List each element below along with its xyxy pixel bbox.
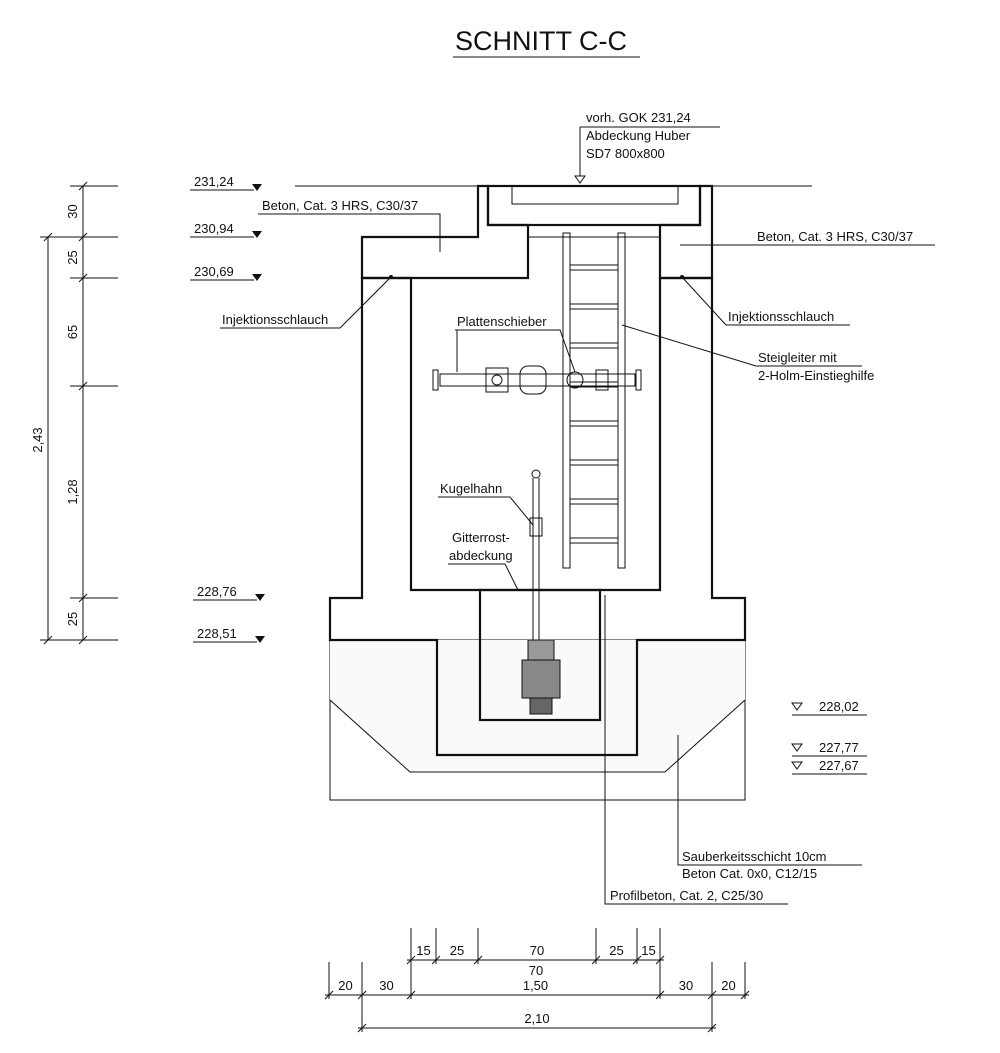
- cover-slab-right: [658, 184, 714, 280]
- level-triangle-icon: [255, 636, 265, 643]
- dimension-label: 30: [65, 204, 80, 218]
- pipe-with-valves: [432, 365, 642, 395]
- dimension-label: 25: [609, 943, 623, 958]
- ladder-rung: [569, 303, 619, 310]
- level-marker: 227,67: [791, 758, 867, 775]
- drawing-title: SCHNITT C-C: [455, 26, 627, 56]
- manhole-cover-frame: [486, 184, 702, 227]
- level-marker: 230,69: [190, 264, 262, 281]
- label-beton-right: Beton, Cat. 3 HRS, C30/37: [680, 229, 935, 246]
- level-triangle-icon: [252, 231, 262, 238]
- dimension-label: 2,43: [30, 427, 45, 452]
- level-triangle-icon: [255, 594, 265, 601]
- label-gitterrost: Gitterrost- abdeckung: [448, 530, 519, 591]
- svg-text:SD7 800x800: SD7 800x800: [586, 146, 665, 161]
- dimension-label: 230,94: [194, 221, 234, 236]
- svg-text:2-Holm-Einstieghilfe: 2-Holm-Einstieghilfe: [758, 368, 874, 383]
- label-plattenschieber: Plattenschieber: [455, 314, 576, 373]
- level-triangle-icon: [791, 743, 803, 752]
- ladder-rung: [569, 264, 619, 271]
- svg-text:Beton, Cat. 3 HRS, C30/37: Beton, Cat. 3 HRS, C30/37: [262, 198, 418, 213]
- ladder-rung: [569, 498, 619, 505]
- label-kugelhahn: Kugelhahn: [438, 481, 534, 526]
- svg-text:Beton Cat. 0x0, C12/15: Beton Cat. 0x0, C12/15: [682, 866, 817, 881]
- label-beton-left: Beton, Cat. 3 HRS, C30/37: [258, 198, 441, 252]
- dimension-label: 1,28: [65, 479, 80, 504]
- dimension-label: 30: [679, 978, 693, 993]
- dimension-label: 230,69: [194, 264, 234, 279]
- svg-text:Plattenschieber: Plattenschieber: [457, 314, 547, 329]
- svg-text:Injektionsschlauch: Injektionsschlauch: [222, 312, 328, 327]
- dimension-label: 25: [450, 943, 464, 958]
- dimension-label: 70: [529, 963, 543, 978]
- dimension-label: 30: [379, 978, 393, 993]
- cover-note: vorh. GOK 231,24 Abdeckung Huber SD7 800…: [574, 110, 720, 184]
- ladder: [562, 232, 626, 569]
- ladder-rung: [569, 459, 619, 466]
- dimension-label: 20: [338, 978, 352, 993]
- dimension-label: 25: [65, 612, 80, 626]
- svg-text:Kugelhahn: Kugelhahn: [440, 481, 502, 496]
- label-steigleiter: Steigleiter mit 2-Holm-Einstieghilfe: [621, 324, 874, 383]
- dimension-label: 228,02: [819, 699, 859, 714]
- dimension-label: 228,51: [197, 626, 237, 641]
- dimension-label: 227,67: [819, 758, 859, 773]
- ladder-rung: [569, 381, 619, 388]
- dimension-label: 20: [721, 978, 735, 993]
- svg-text:Abdeckung Huber: Abdeckung Huber: [586, 128, 691, 143]
- svg-text:abdeckung: abdeckung: [449, 548, 513, 563]
- ladder-rung: [569, 342, 619, 349]
- dimension-label: 15: [416, 943, 430, 958]
- dimension-label: 15: [641, 943, 655, 958]
- level-triangle-icon: [252, 274, 262, 281]
- svg-text:Injektionsschlauch: Injektionsschlauch: [728, 309, 834, 324]
- level-marker: 231,24: [190, 174, 262, 191]
- dimension-label: 2,10: [524, 1011, 549, 1026]
- svg-text:vorh. GOK 231,24: vorh. GOK 231,24: [586, 110, 691, 125]
- dimension-label: 65: [65, 325, 80, 339]
- pump: [521, 639, 561, 715]
- ball-valve-pipe: [529, 469, 543, 645]
- dimension-label: 231,24: [194, 174, 234, 189]
- dimension-label: 1,50: [523, 978, 548, 993]
- ball-valve-icon: [529, 517, 543, 537]
- svg-text:Profilbeton, Cat. 2, C25/30: Profilbeton, Cat. 2, C25/30: [610, 888, 763, 903]
- label-sauberkeit: Sauberkeitsschicht 10cm Beton Cat. 0x0, …: [677, 735, 862, 881]
- ladder-rung: [569, 537, 619, 544]
- label-profilbeton: Profilbeton, Cat. 2, C25/30: [604, 595, 788, 905]
- dimension-label: 228,76: [197, 584, 237, 599]
- level-triangle-icon: [791, 761, 803, 770]
- level-triangle-icon: [791, 702, 803, 711]
- svg-text:Steigleiter mit: Steigleiter mit: [758, 350, 837, 365]
- dimension-label: 227,77: [819, 740, 859, 755]
- level-triangle-icon: [252, 184, 262, 191]
- label-injektion-left: Injektionsschlauch: [220, 275, 393, 329]
- manhole-cover: [511, 186, 679, 205]
- level-marker: 228,51: [193, 626, 265, 643]
- svg-text:Gitterrost-: Gitterrost-: [452, 530, 510, 545]
- label-injektion-right: Injektionsschlauch: [680, 275, 850, 326]
- level-marker: 228,02: [791, 699, 867, 716]
- svg-text:Sauberkeitsschicht 10cm: Sauberkeitsschicht 10cm: [682, 849, 827, 864]
- ladder-rung: [569, 420, 619, 427]
- dimension-label: 70: [530, 943, 544, 958]
- level-marker: 230,94: [190, 221, 262, 238]
- dimension-label: 25: [65, 250, 80, 264]
- level-marker: 228,76: [193, 584, 265, 601]
- blinding-edge: [329, 699, 746, 773]
- level-marker: 227,77: [791, 740, 867, 757]
- svg-text:Beton, Cat. 3 HRS, C30/37: Beton, Cat. 3 HRS, C30/37: [757, 229, 913, 244]
